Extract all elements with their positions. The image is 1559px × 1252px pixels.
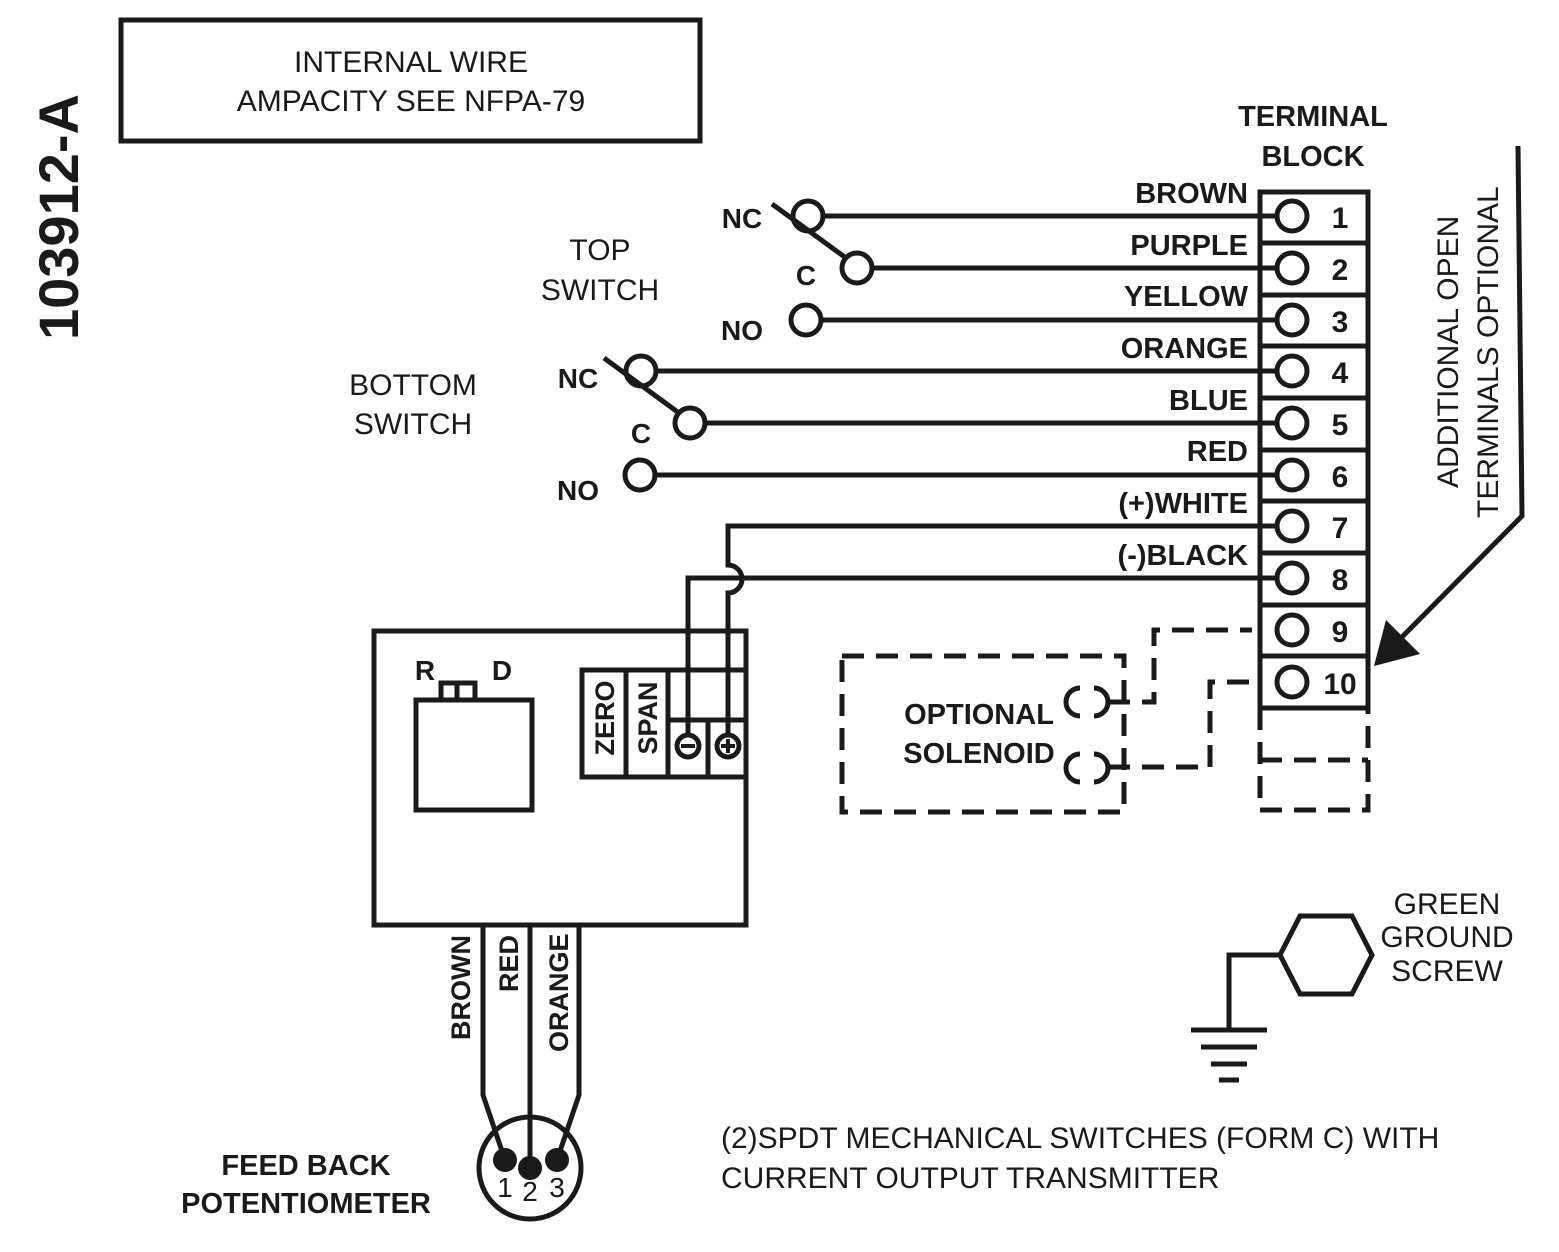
terminal-number: 5 [1332,409,1349,442]
pot-wire-brown: BROWN [446,935,476,1040]
ground-label-1: GREEN [1394,888,1501,921]
optional-solenoid [839,627,1252,815]
wire-label-purple: PURPLE [1130,230,1248,262]
footnote-line-1: (2)SPDT MECHANICAL SWITCHES (FORM C) WIT… [721,1122,1439,1155]
terminal-number: 10 [1323,668,1356,701]
drawing-number: 103912-A [27,94,90,340]
terminal-number: 4 [1332,357,1349,390]
wire-label-blue: BLUE [1169,385,1248,417]
bottom-switch-label-2: SWITCH [354,408,472,441]
wire-label-yellow: YELLOW [1124,281,1249,313]
span-label: SPAN [633,681,663,754]
additional-note-line-2: TERMINALS OPTIONAL [1472,186,1505,518]
transmitter-d: D [492,655,512,686]
top-switch-no: NO [721,315,763,346]
transmitter-wires [685,523,1277,746]
top-switch-nc: NC [722,203,762,234]
terminal-number: 1 [1332,202,1349,235]
arrow-icon [1374,145,1525,666]
terminal-number: 3 [1332,306,1349,339]
terminal-number: 9 [1332,616,1349,649]
feedback-label-2: POTENTIOMETER [181,1188,431,1220]
wire-label-black: (-)BLACK [1118,540,1249,572]
pot-wire-orange: ORANGE [544,933,574,1052]
pot-pin-1: 1 [497,1172,513,1203]
wire-label-orange: ORANGE [1121,333,1248,365]
top-switch-label-1: TOP [569,234,630,267]
pot-pin-2: 2 [522,1176,538,1207]
pot-wires [480,925,582,1165]
bottom-switch-c: C [631,418,651,449]
footnote-line-2: CURRENT OUTPUT TRANSMITTER [721,1162,1219,1195]
wire-label-brown: BROWN [1135,178,1248,210]
plus-terminal-icon [714,732,742,760]
bottom-switch-nc: NC [558,363,598,394]
feedback-label-1: FEED BACK [221,1150,390,1182]
bottom-switch-label-1: BOTTOM [349,369,477,402]
terminal-block-title-2: BLOCK [1261,141,1364,173]
terminal-number: 7 [1332,512,1349,545]
pot-wire-red: RED [494,935,524,992]
note-box [118,17,703,144]
ground-label-3: SCREW [1391,955,1503,988]
potentiometer-icon [476,1114,584,1222]
terminal-number: 8 [1332,564,1349,597]
ground-screw-icon [1191,913,1375,1083]
terminal-number: 2 [1332,254,1349,287]
top-switch-label-2: SWITCH [541,274,659,307]
transmitter-box [371,628,749,928]
top-switch [770,198,875,338]
terminal-block [1257,189,1371,813]
bottom-switch [602,353,708,493]
pot-pin-3: 3 [549,1172,565,1203]
solenoid-label-2: SOLENOID [903,738,1054,770]
solenoid-label-1: OPTIONAL [904,699,1054,731]
wire-label-red: RED [1187,436,1248,468]
wire-label-white: (+)WHITE [1118,488,1248,520]
zero-label: ZERO [590,680,620,755]
additional-note-line-1: ADDITIONAL OPEN [1432,216,1465,488]
transmitter-r: R [415,655,435,686]
minus-terminal-icon [674,732,702,760]
note-line-1: INTERNAL WIRE [294,46,528,79]
bottom-switch-no: NO [557,475,599,506]
top-switch-c: C [796,260,816,291]
ground-label-2: GROUND [1380,921,1513,954]
switch-wires [656,213,1277,478]
terminal-block-title-1: TERMINAL [1238,101,1388,133]
terminal-number: 6 [1332,461,1349,494]
note-line-2: AMPACITY SEE NFPA-79 [237,85,585,118]
